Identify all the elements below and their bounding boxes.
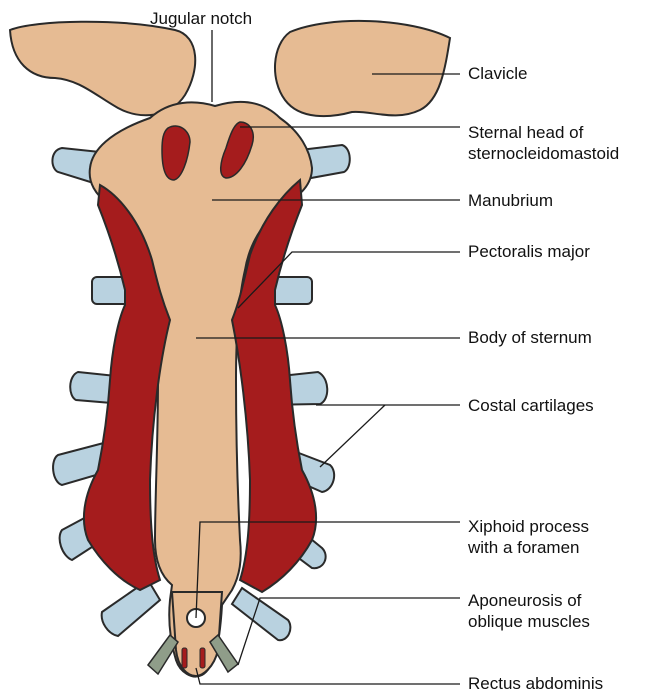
label-aponeurosis-line2: oblique muscles xyxy=(468,611,590,632)
label-costal-cartilages: Costal cartilages xyxy=(468,395,594,416)
label-aponeurosis: Aponeurosis of oblique muscles xyxy=(468,590,590,632)
label-sternal-head-line1: Sternal head of xyxy=(468,122,619,143)
label-xiphoid-process: Xiphoid process with a foramen xyxy=(468,516,589,558)
label-xiphoid-line1: Xiphoid process xyxy=(468,516,589,537)
right-clavicle xyxy=(275,21,450,116)
label-rectus-abdominis: Rectus abdominis xyxy=(468,673,603,694)
label-aponeurosis-line1: Aponeurosis of xyxy=(468,590,590,611)
label-pectoralis-major: Pectoralis major xyxy=(468,241,590,262)
label-body-of-sternum: Body of sternum xyxy=(468,327,592,348)
label-xiphoid-line2: with a foramen xyxy=(468,537,589,558)
label-clavicle: Clavicle xyxy=(468,63,528,84)
label-sternal-head-line2: sternocleidomastoid xyxy=(468,143,619,164)
label-jugular-notch: Jugular notch xyxy=(150,8,252,29)
label-sternal-head: Sternal head of sternocleidomastoid xyxy=(468,122,619,164)
left-clavicle xyxy=(10,22,195,116)
label-manubrium: Manubrium xyxy=(468,190,553,211)
